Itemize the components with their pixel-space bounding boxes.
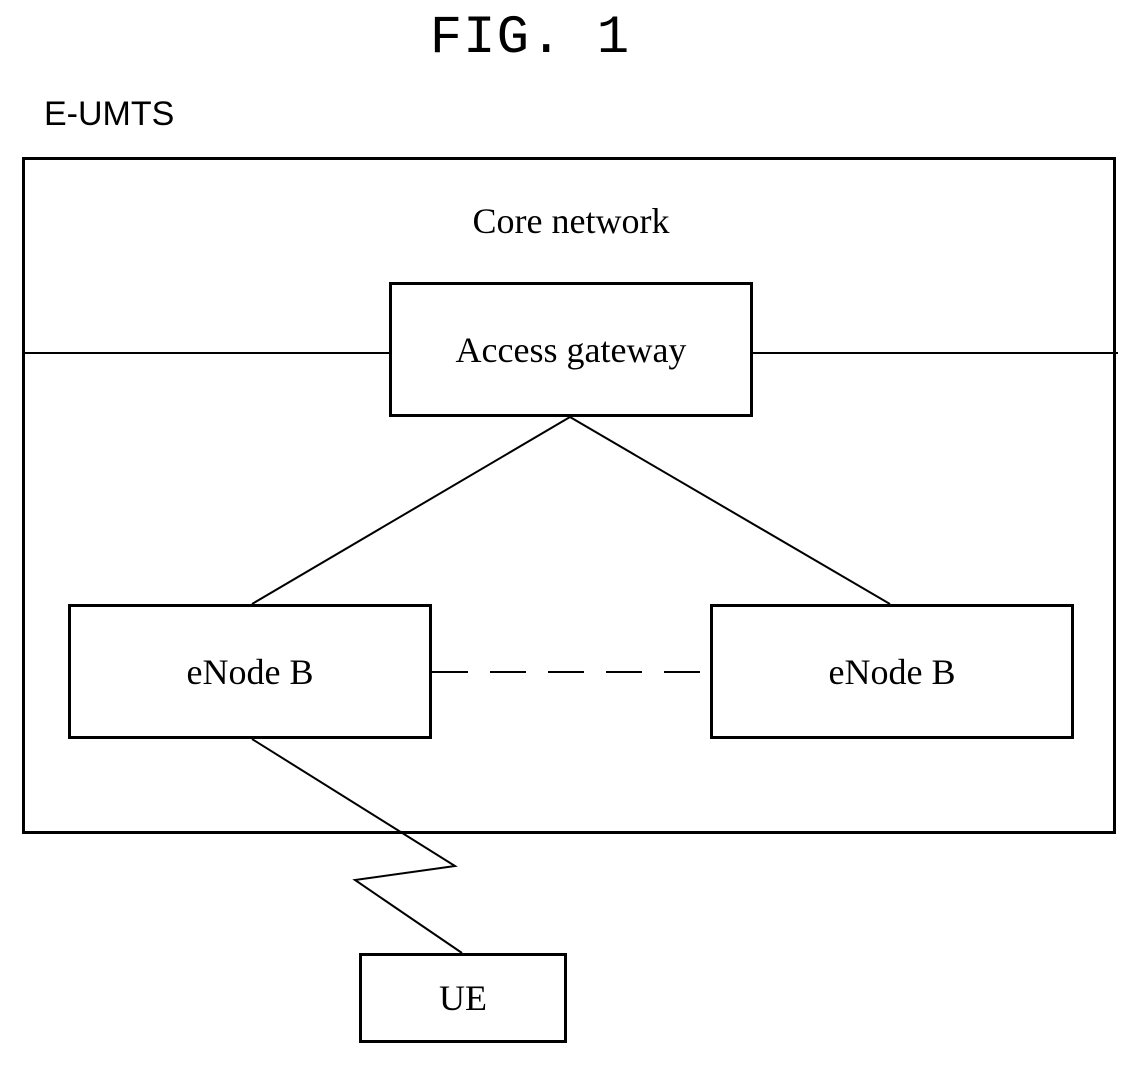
access-gateway-label: Access gateway — [456, 329, 687, 371]
access-gateway-box: Access gateway — [389, 282, 753, 417]
ue-label: UE — [439, 977, 487, 1019]
enodeb-right-label: eNode B — [829, 651, 956, 693]
enodeb-right-box: eNode B — [710, 604, 1074, 739]
ue-box: UE — [359, 953, 567, 1043]
core-network-label: Core network — [390, 200, 752, 242]
system-label: E-UMTS — [44, 95, 174, 134]
figure-title: FIG. 1 — [0, 8, 1060, 69]
enodeb-left-label: eNode B — [187, 651, 314, 693]
enodeb-left-box: eNode B — [68, 604, 432, 739]
